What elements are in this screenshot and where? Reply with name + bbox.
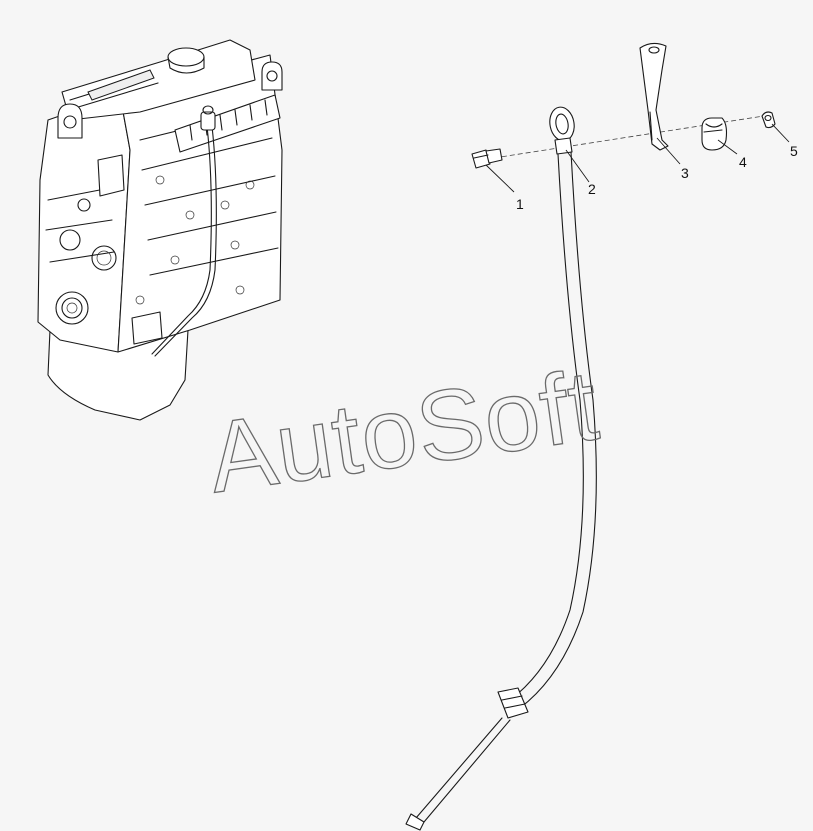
watermark-text: AutoSoft (202, 349, 605, 514)
leader-lines (485, 123, 790, 193)
callout-2: 2 (588, 181, 596, 197)
callout-4: 4 (739, 154, 747, 170)
nut-icon (761, 111, 776, 129)
dipstick-tube-icon (405, 106, 597, 831)
callout-3: 3 (681, 165, 689, 181)
bolt-icon (471, 148, 503, 169)
bracket-icon (639, 42, 669, 151)
callout-5: 5 (790, 143, 798, 159)
clip-icon (701, 117, 728, 151)
engine-block-icon (37, 39, 283, 421)
callout-1: 1 (516, 196, 524, 212)
assembly-axis-line (493, 114, 771, 159)
